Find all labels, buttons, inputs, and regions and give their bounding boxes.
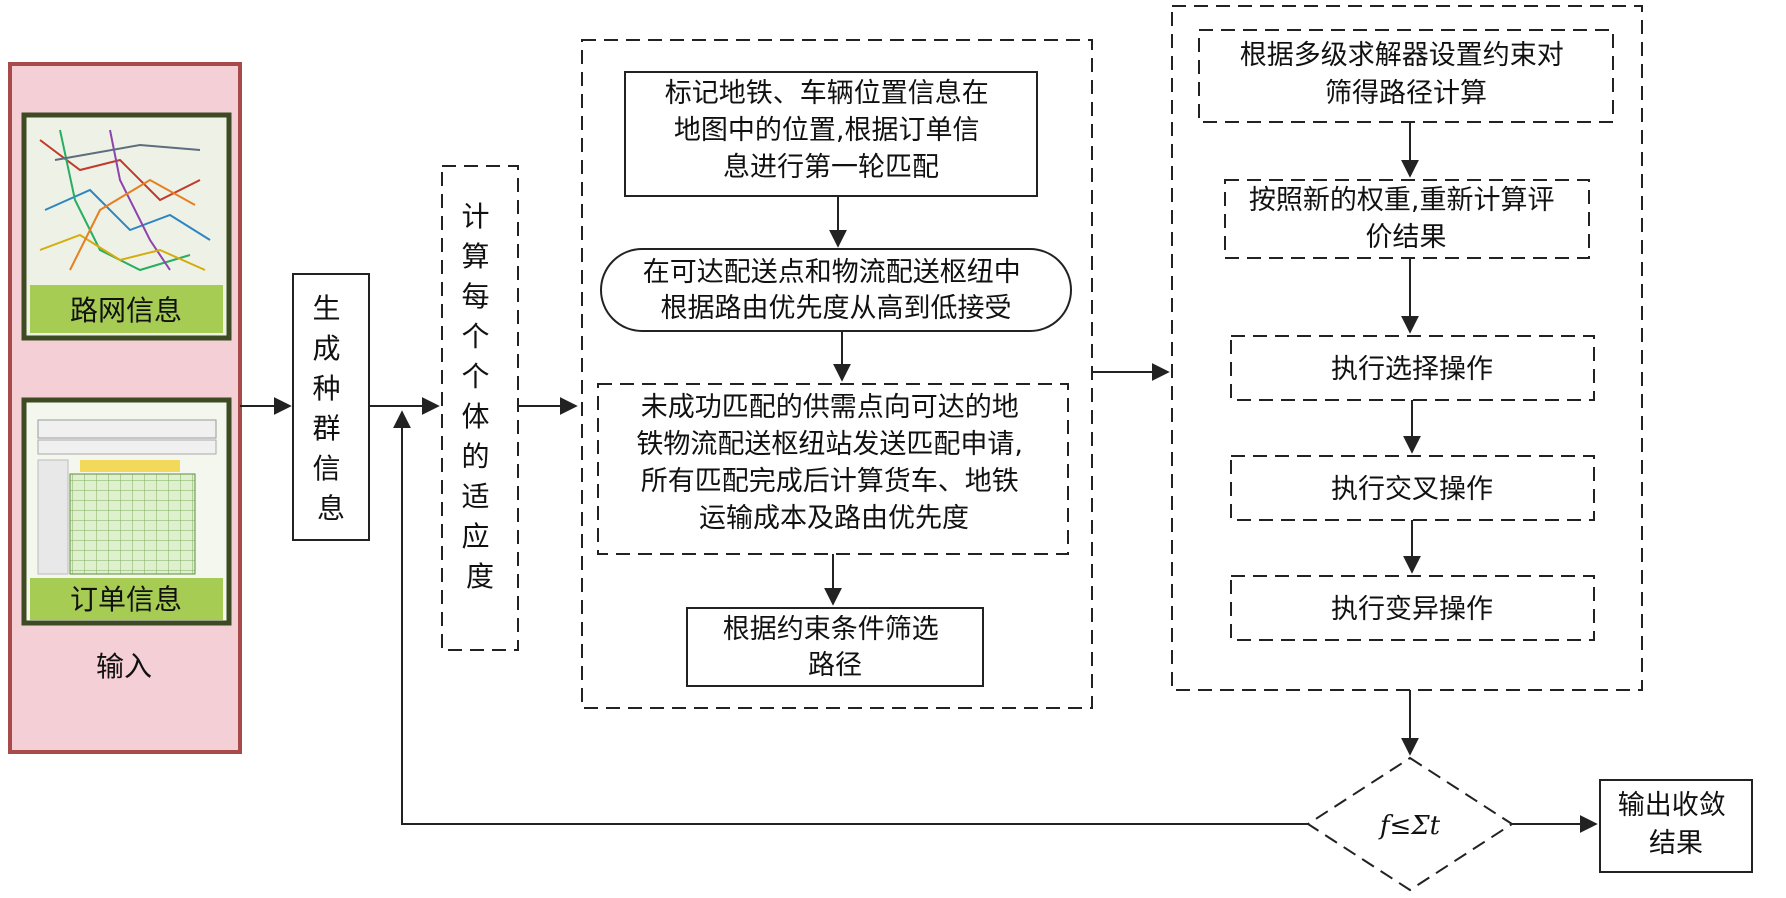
filter-paths-box: 根据约束条件筛选 路径 [686, 607, 984, 687]
road-map-image [39, 129, 211, 272]
recompute-eval-box: 按照新的权重,重新计算评 价结果 [1224, 179, 1590, 259]
order-thumbnail: 订单信息 [21, 397, 232, 626]
hub-accept-text: 在可达配送点和物流配送枢纽中 根据路由优先度从高到低接受 [643, 257, 1030, 324]
recompute-eval-text: 按照新的权重,重新计算评 价结果 [1249, 185, 1563, 253]
mark-positions-text: 标记地铁、车辆位置信息在 地图中的位置,根据订单信 息进行第一轮匹配 [665, 78, 998, 183]
road-network-thumbnail: 路网信息 [21, 112, 232, 341]
output-box: 输出收敛 结果 [1599, 779, 1753, 873]
selection-text: 执行选择操作 [1331, 354, 1493, 385]
feedback-loop-arrow [393, 410, 1308, 825]
unmatched-request-text: 未成功匹配的供需点向可达的地 铁物流配送枢纽站发送匹配申请, 所有匹配完成后计算… [636, 392, 1031, 534]
solver-compute-text: 根据多级求解器设置约束对 筛得路径计算 [1240, 40, 1573, 109]
mutation-box: 执行变异操作 [1230, 575, 1595, 641]
fitness-text: 计 算 每 个 个 体 的 适 应 度 [462, 200, 499, 593]
population-text: 生 成 种 群 信 息 [313, 292, 350, 525]
solver-compute-box: 根据多级求解器设置约束对 筛得路径计算 [1198, 29, 1614, 123]
stage-one-container: 标记地铁、车辆位置信息在 地图中的位置,根据订单信 息进行第一轮匹配 在可达配送… [581, 39, 1093, 709]
road-network-label: 路网信息 [70, 294, 182, 327]
output-text: 输出收敛 结果 [1618, 790, 1735, 859]
input-panel: 路网信息 订单信息 输入 [8, 62, 242, 754]
hub-accept-box: 在可达配送点和物流配送枢纽中 根据路由优先度从高到低接受 [600, 248, 1072, 332]
crossover-text: 执行交叉操作 [1331, 474, 1493, 505]
crossover-box: 执行交叉操作 [1230, 455, 1595, 521]
order-label: 订单信息 [70, 583, 182, 616]
filter-paths-text: 根据约束条件筛选 路径 [723, 614, 948, 681]
selection-box: 执行选择操作 [1230, 335, 1595, 401]
convergence-decision: f≤Σt [1306, 756, 1514, 892]
mark-positions-box: 标记地铁、车辆位置信息在 地图中的位置,根据订单信 息进行第一轮匹配 [624, 71, 1038, 197]
order-table-image [37, 419, 217, 575]
decision-condition: f≤Σt [1378, 811, 1441, 841]
fitness-box: 计 算 每 个 个 体 的 适 应 度 [441, 165, 519, 651]
stage-two-container: 根据多级求解器设置约束对 筛得路径计算 按照新的权重,重新计算评 价结果 执行选… [1171, 5, 1643, 691]
input-title: 输入 [96, 650, 152, 683]
unmatched-request-box: 未成功匹配的供需点向可达的地 铁物流配送枢纽站发送匹配申请, 所有匹配完成后计算… [597, 383, 1069, 555]
population-box: 生 成 种 群 信 息 [292, 273, 370, 541]
mutation-text: 执行变异操作 [1331, 594, 1493, 625]
